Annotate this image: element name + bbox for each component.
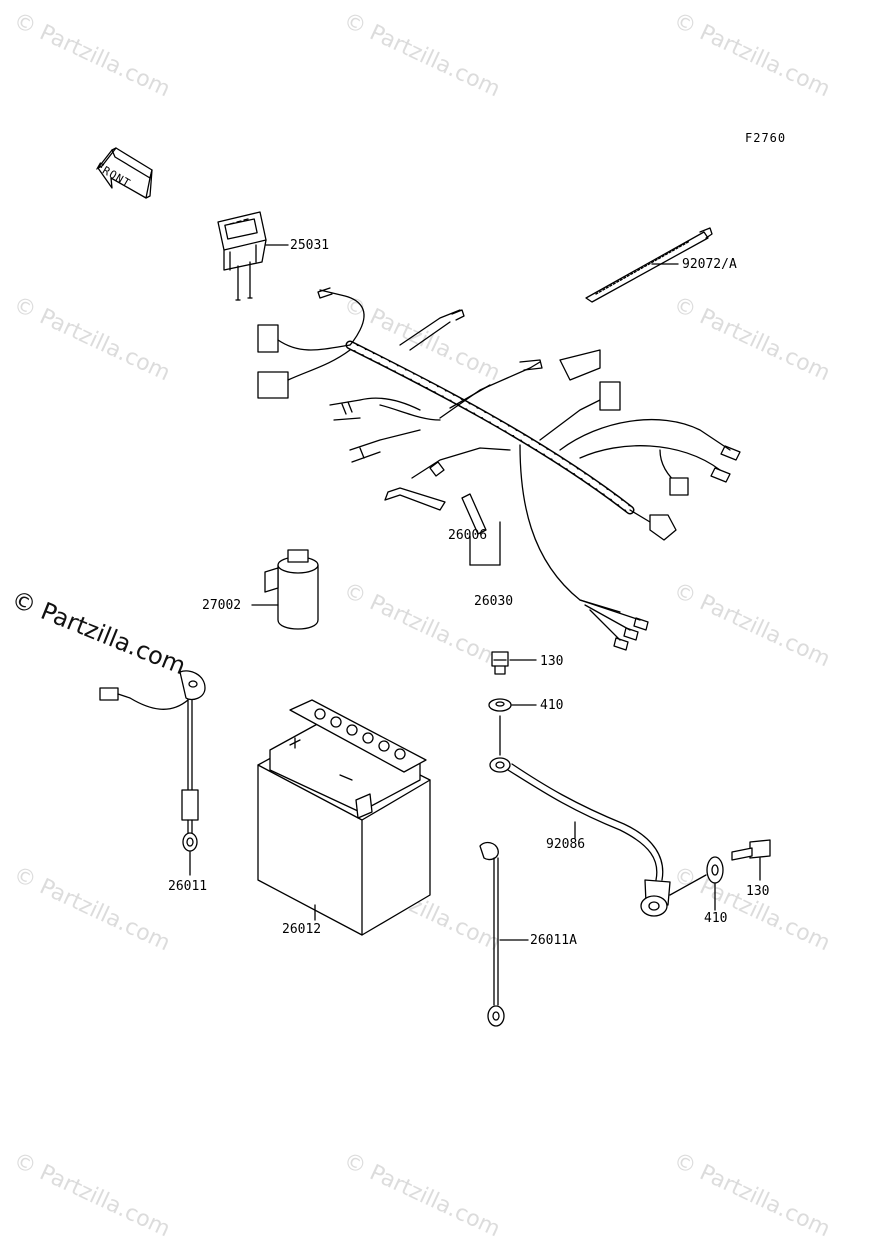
hour-meter-25031 (217, 211, 289, 301)
battery-26012 (257, 699, 431, 936)
part-number-25031[interactable]: 25031 (290, 238, 330, 253)
front-arrow-icon (97, 147, 153, 199)
part-number-26006[interactable]: 26006 (448, 528, 488, 543)
parts-diagram: © Partzilla.com © Partzilla.com © Partzi… (8, 8, 834, 1242)
part-number-26011A[interactable]: 26011A (530, 933, 577, 948)
exploded-view-drawing (97, 147, 771, 1027)
part-number-26030[interactable]: 26030 (474, 594, 514, 609)
ground-lead-92086 (489, 715, 671, 917)
part-number-410-top[interactable]: 410 (540, 698, 564, 713)
main-harness-26030 (257, 287, 741, 651)
battery-lead-26011A (479, 841, 529, 1027)
relay-27002 (251, 549, 319, 630)
battery-lead-26011 (99, 670, 206, 876)
part-number-92086[interactable]: 92086 (546, 837, 586, 852)
bolt-130-top (491, 651, 537, 675)
fuse-26006 (461, 493, 501, 566)
part-number-27002[interactable]: 27002 (202, 598, 242, 613)
washer-410-bottom (669, 856, 724, 911)
part-number-130-bottom[interactable]: 130 (746, 884, 770, 899)
part-number-92072A[interactable]: 92072/A (682, 257, 737, 272)
washer-410-top (488, 698, 537, 712)
part-number-130-top[interactable]: 130 (540, 654, 564, 669)
part-number-410-bottom[interactable]: 410 (704, 911, 728, 926)
figure-code: F2760 (745, 131, 787, 145)
part-number-26011[interactable]: 26011 (168, 879, 208, 894)
cable-tie-92072A (585, 227, 713, 303)
bolt-130-bottom (731, 839, 771, 881)
part-number-26012[interactable]: 26012 (282, 922, 322, 937)
